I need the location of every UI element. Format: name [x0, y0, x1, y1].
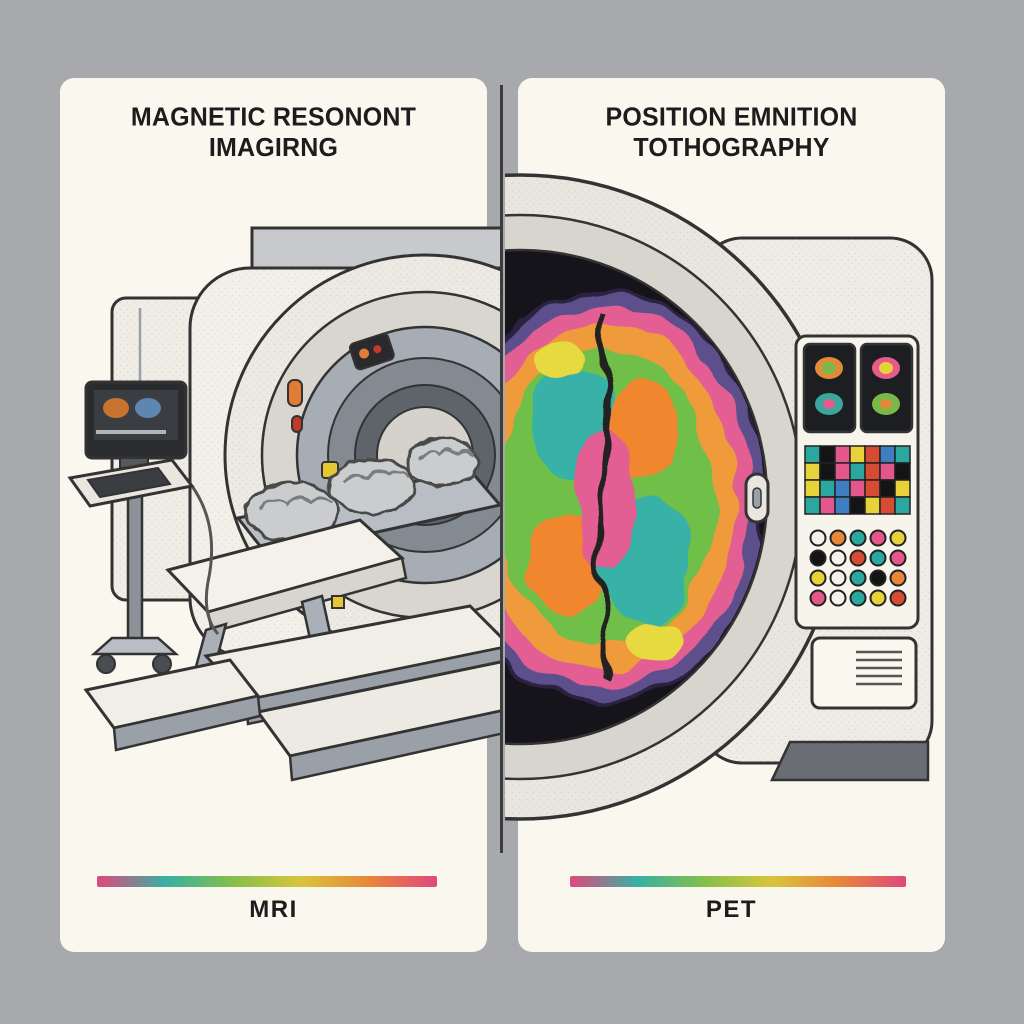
- mri-caption: MRI: [249, 896, 298, 923]
- mri-title: MAGNETIC RESONONT IMAGIRNG: [130, 102, 417, 163]
- pet-gradient-bar: [570, 876, 906, 887]
- pet-panel-card: POSITION EMNITION TOTHOGRAPHY PET: [518, 78, 945, 952]
- mri-gradient-bar: [97, 876, 437, 887]
- panel-divider: [500, 85, 503, 853]
- pet-title: POSITION EMNITION TOTHOGRAPHY: [605, 102, 858, 163]
- pet-caption: PET: [705, 896, 758, 923]
- mri-panel-card: MAGNETIC RESONONT IMAGIRNG MRI: [60, 78, 487, 952]
